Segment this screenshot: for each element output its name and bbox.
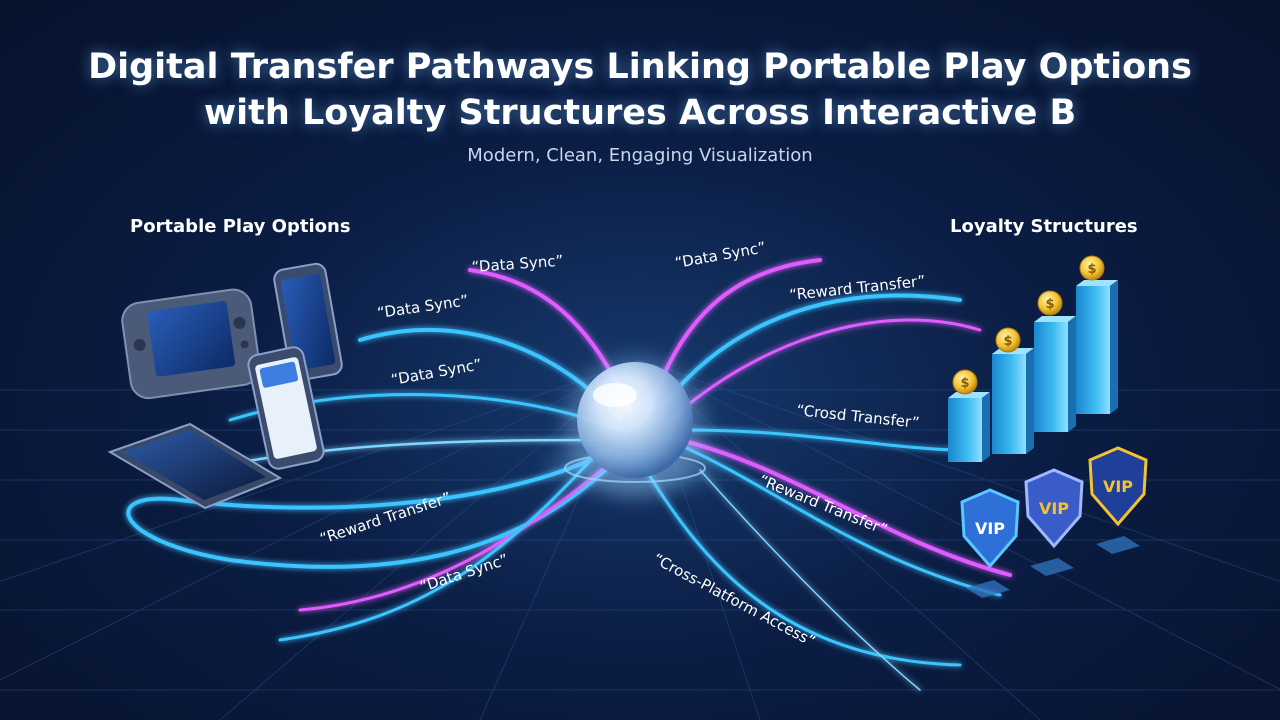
chip-pads [966,536,1140,598]
coin-icon: $ [1037,290,1063,316]
page-title: Digital Transfer Pathways Linking Portab… [0,44,1280,136]
svg-text:$: $ [1087,262,1096,277]
pathway-label: “Reward Transfer” [757,471,890,539]
pathway-label: “Crosd Transfer” [796,401,921,432]
coin-icon: $ [995,327,1021,353]
pathway-label: “Data Sync” [674,238,768,272]
smartphone-icon [247,346,325,470]
svg-text:$: $ [960,376,969,391]
stream-magenta-right [668,318,982,422]
portable-play-heading: Portable Play Options [130,216,351,237]
vip-shield-icon: VIP [960,488,1020,569]
title-line-2: with Loyalty Structures Across Interacti… [203,93,1077,133]
coin-icon: $ [1079,255,1105,281]
title-line-1: Digital Transfer Pathways Linking Portab… [88,47,1192,87]
stream-thin-tail [699,469,921,691]
tablet-icon [107,422,283,510]
pathway-label: “Data Sync” [376,291,469,322]
stream-cyan-bottom-loop [126,448,622,569]
central-hub [545,358,725,498]
stream-cyan-right-mid [688,428,962,452]
stream-cyan-bottom-right [638,458,962,667]
loyalty-bar [948,392,990,462]
coin-icon: $ [952,369,978,395]
loyalty-bar [1076,280,1118,414]
stream-magenta-bottom-loop [298,453,622,612]
svg-text:$: $ [1003,334,1012,349]
stream-cyan-left-low [198,438,602,472]
coin-icons: $ $ $ $ [952,255,1105,395]
stream-cyan-bottom [278,448,602,642]
pathway-label: “Data Sync” [390,355,484,389]
loyalty-bar [1034,316,1076,432]
svg-text:VIP: VIP [975,519,1005,538]
loyalty-structures-heading: Loyalty Structures [950,216,1138,237]
svg-text:VIP: VIP [1103,477,1133,496]
vip-shield-icon: VIP [1024,468,1084,549]
loyalty-bars [948,280,1118,462]
loyalty-bar [992,348,1034,454]
svg-text:$: $ [1045,297,1054,312]
pathway-label: “Cross-Platform Access” [650,550,818,651]
hub-sphere [577,362,693,478]
pathway-label: “Reward Transfer” [318,488,454,547]
vip-shield-icon: VIP [1088,446,1148,527]
svg-text:VIP: VIP [1039,499,1069,518]
stream-magenta-right-low [678,438,1012,577]
pathway-label: “Data Sync” [471,252,564,276]
handheld-console-icon [121,288,261,400]
page-subtitle: Modern, Clean, Engaging Visualization [467,145,813,166]
